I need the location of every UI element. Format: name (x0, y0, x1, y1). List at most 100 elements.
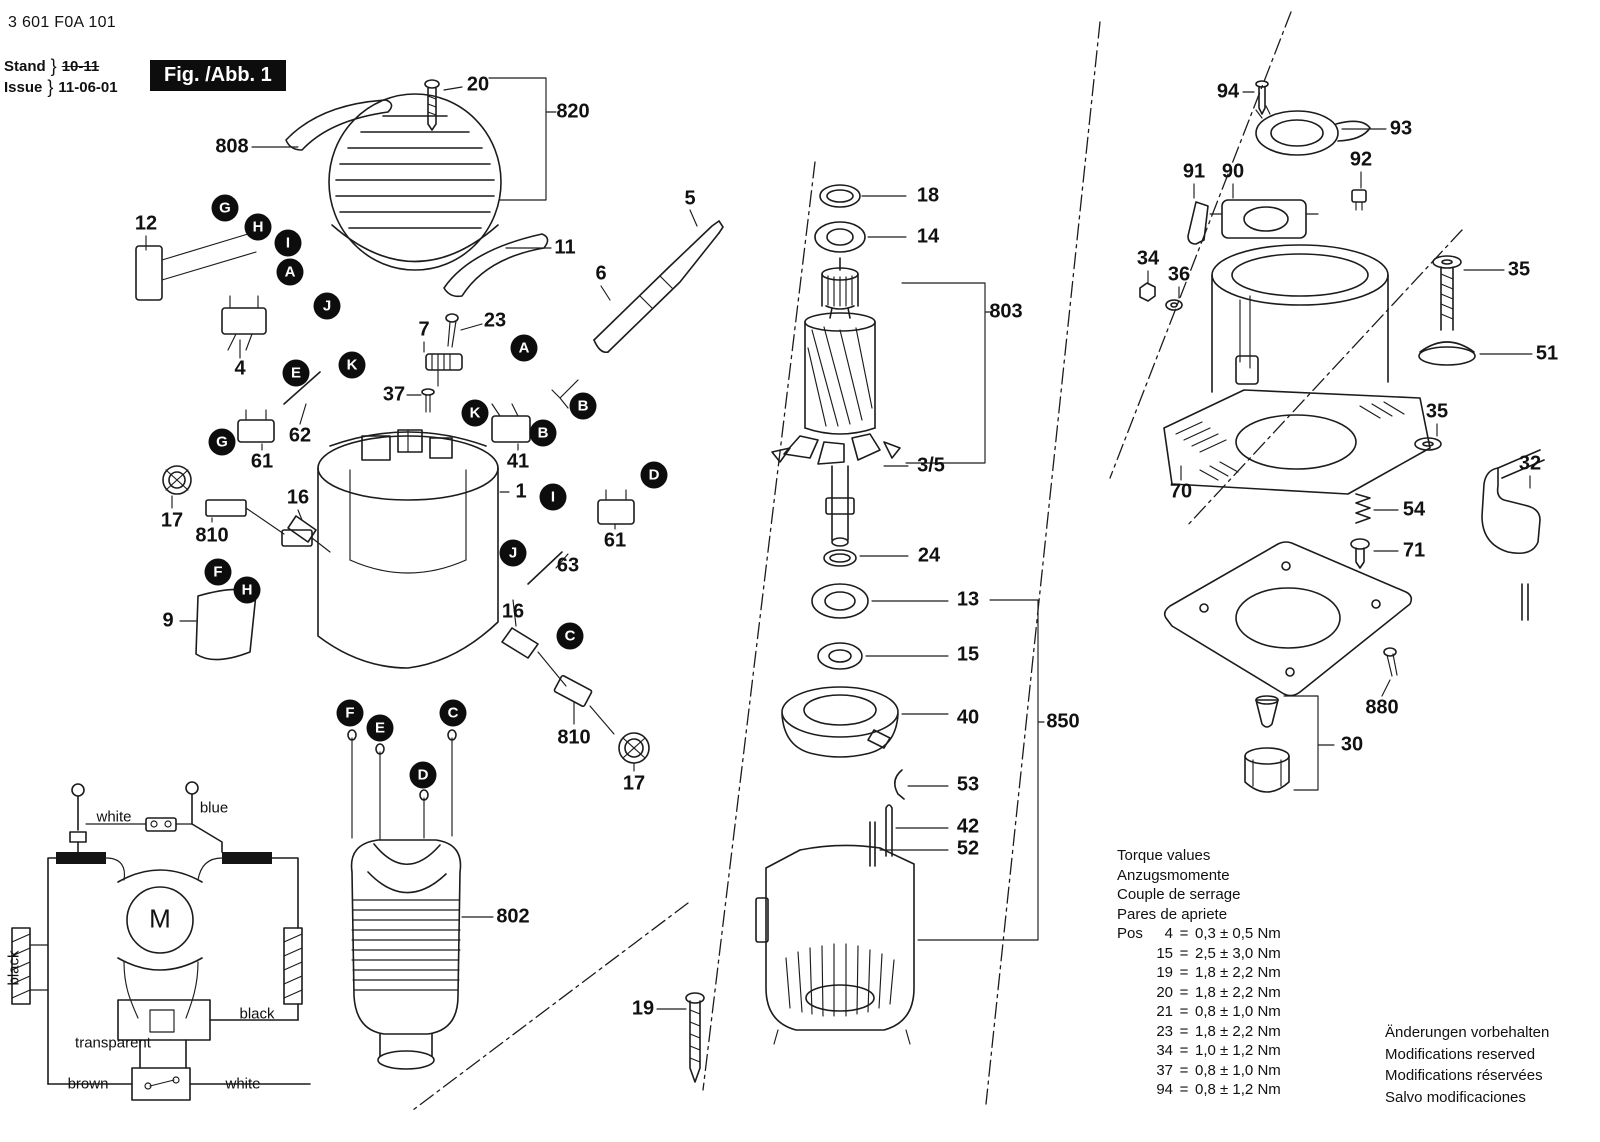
torque-equals-sign: = (1179, 964, 1189, 981)
small-parts-left-drawing (135, 233, 650, 764)
issue-block: Stand } 10-11 Issue } 11-06-01 (4, 56, 118, 98)
part-number-callout: 35 (1507, 258, 1531, 281)
screw-19-drawing (685, 992, 705, 1083)
part-number-callout: 92 (1349, 148, 1373, 171)
torque-title-line: Torque values (1117, 847, 1211, 864)
torque-value: 1,8 ± 2,2 Nm (1195, 983, 1281, 1001)
connection-letter-badge: F (336, 699, 364, 727)
part-number-callout: 16 (286, 486, 310, 509)
torque-equals-sign: = (1179, 1003, 1189, 1020)
part-number-callout: 24 (917, 544, 941, 567)
connection-letter-badge: I (274, 229, 302, 257)
torque-row: 94 = 0,8 ± 1,2 Nm (1117, 1080, 1280, 1100)
part-number-callout: 37 (382, 383, 406, 406)
part-number-callout: 17 (160, 509, 184, 532)
connection-letter-badge: B (529, 419, 557, 447)
torque-pos-prefix (1117, 963, 1149, 983)
connection-letter-badge: D (409, 761, 437, 789)
section-separator-lines (412, 11, 1463, 1111)
part-number-callout: 18 (916, 184, 940, 207)
part-number-callout: 70 (1169, 480, 1193, 503)
torque-table-titles: Torque values Anzugsmomente Couple de se… (1117, 846, 1281, 924)
part-number-callout: 7 (418, 318, 430, 341)
torque-row: Pos 4 = 0,3 ± 0,5 Nm (1117, 924, 1281, 944)
connection-letter-badge: J (313, 292, 341, 320)
torque-pos-prefix (1117, 983, 1149, 1003)
connection-letter-badge: E (366, 714, 394, 742)
connection-letter-badge: B (569, 392, 597, 420)
torque-equals-sign: = (1179, 944, 1189, 962)
issue-label: Issue (4, 79, 43, 96)
connection-letter-badge: F (204, 558, 232, 586)
torque-equals-sign: = (1179, 1042, 1189, 1059)
part-number-callout: 36 (1167, 263, 1191, 286)
part-number-callout: 61 (250, 450, 274, 473)
torque-pos-prefix (1117, 1022, 1149, 1042)
connection-letter-badge: G (208, 428, 236, 456)
torque-table: Torque values Anzugsmomente Couple de se… (1117, 846, 1281, 1100)
part-number-callout: 91 (1182, 160, 1206, 183)
part-number-callout: 51 (1535, 342, 1559, 365)
connection-letter-badge: H (244, 213, 272, 241)
part-number-callout: 14 (916, 225, 940, 248)
torque-equals-sign: = (1179, 1022, 1189, 1040)
torque-pos-number: 19 (1156, 964, 1173, 981)
part-number-callout: 17 (622, 772, 646, 795)
part-number-callout: 850 (1046, 710, 1080, 733)
part-number-callout: 32 (1518, 452, 1542, 475)
part-number-callout: 803 (989, 300, 1023, 323)
base-group-drawing (1139, 80, 1545, 793)
torque-value: 1,8 ± 2,2 Nm (1195, 1022, 1281, 1040)
torque-equals-sign: = (1179, 983, 1189, 1001)
part-number-callout: 810 (557, 726, 591, 749)
main-housing-drawing (317, 429, 499, 669)
connection-letter-badge: K (461, 399, 489, 427)
torque-row: 19 = 1,8 ± 2,2 Nm (1117, 963, 1280, 983)
issue-date: 11-06-01 (58, 79, 118, 96)
torque-row: 15 = 2,5 ± 3,0 Nm (1117, 944, 1280, 964)
part-number-callout: 62 (288, 424, 312, 447)
issue-row: Issue } 11-06-01 (4, 77, 118, 98)
torque-row: 21 = 0,8 ± 1,0 Nm (1117, 1002, 1281, 1022)
part-number-callout: 40 (956, 706, 980, 729)
figure-label: Fig. /Abb. 1 (150, 60, 286, 91)
torque-pos-prefix (1117, 944, 1149, 964)
part-number-callout: 3/5 (917, 454, 945, 477)
torque-pos-prefix (1117, 1080, 1149, 1100)
connection-letter-badge: G (211, 194, 239, 222)
torque-pos-number: 94 (1156, 1081, 1173, 1098)
torque-equals-sign: = (1179, 925, 1189, 942)
wire-color-label: transparent (75, 1034, 151, 1052)
motor-symbol-label: M (149, 903, 171, 934)
torque-value: 0,8 ± 1,0 Nm (1195, 1003, 1281, 1020)
connection-letter-badge: H (233, 576, 261, 604)
old-issue-date: 10-11 (61, 58, 100, 75)
part-number-callout: 41 (506, 450, 530, 473)
torque-value: 1,0 ± 1,2 Nm (1195, 1042, 1281, 1059)
torque-equals-sign: = (1179, 1081, 1189, 1098)
torque-pos-number: 23 (1156, 1022, 1173, 1040)
torque-row: 20 = 1,8 ± 2,2 Nm (1117, 983, 1281, 1003)
torque-value: 0,3 ± 0,5 Nm (1195, 925, 1281, 942)
part-number-callout: 23 (483, 309, 507, 332)
part-number-callout: 810 (195, 524, 229, 547)
part-number-callout: 13 (956, 588, 980, 611)
field-coil-drawing (347, 729, 462, 1070)
torque-pos-number: 34 (1156, 1042, 1173, 1059)
wire-color-label: white (96, 808, 132, 826)
connection-letter-badge: E (282, 359, 310, 387)
connection-letter-badge: I (539, 483, 567, 511)
wire-color-label: white (225, 1075, 261, 1093)
modification-notes-lines: Änderungen vorbehalten Modifications res… (1385, 1022, 1549, 1108)
torque-row: 34 = 1,0 ± 1,2 Nm (1117, 1041, 1281, 1061)
torque-value: 0,8 ± 1,0 Nm (1195, 1061, 1281, 1079)
motor-cap-drawing (328, 79, 502, 271)
part-number-callout: 880 (1365, 696, 1399, 719)
part-number-callout: 19 (631, 997, 655, 1020)
modification-note-line: Modifications réservées (1385, 1067, 1543, 1084)
torque-pos-number: 15 (1156, 944, 1173, 962)
part-number-callout: 9 (162, 609, 174, 632)
torque-title-line: Anzugsmomente (1117, 866, 1230, 884)
part-number-callout: 4 (234, 357, 246, 380)
